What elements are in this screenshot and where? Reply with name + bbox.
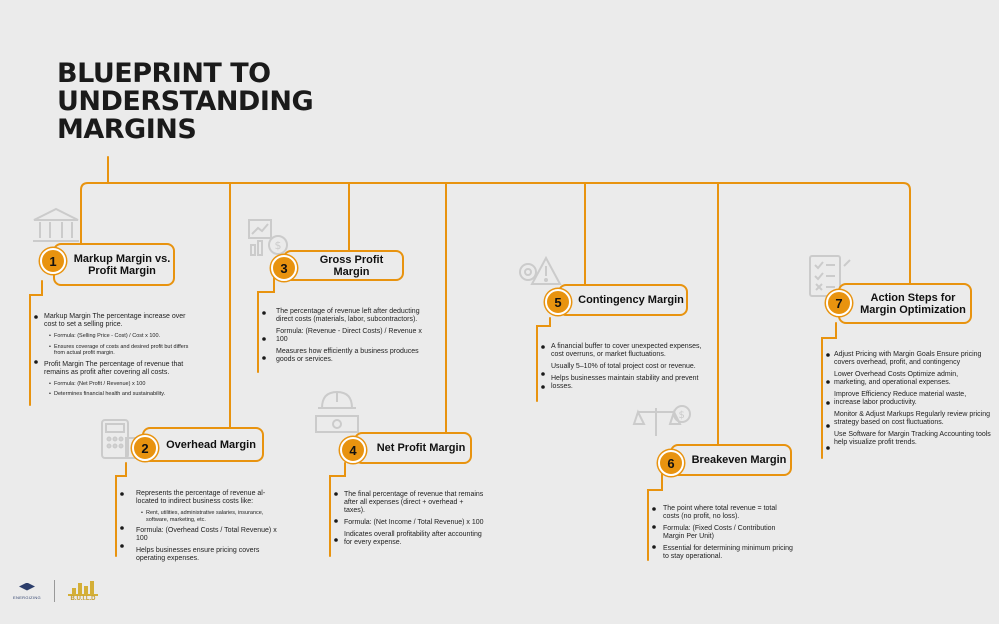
section-6-content: The point where total revenue = total co…	[663, 505, 793, 565]
section-6-number-badge: 6	[658, 450, 684, 476]
list-item: Measures how efficiently a business prod…	[276, 348, 419, 363]
section-4-title-box: Net Profit Margin	[354, 432, 472, 464]
section-3-content: The percentage of revenue left after ded…	[276, 308, 432, 368]
svg-text:$: $	[275, 239, 282, 252]
list-item: The final percentage of revenue that rem…	[344, 491, 484, 514]
buildings-icon	[68, 580, 98, 596]
list-item: A financial buffer to cover unexpected e…	[551, 343, 702, 358]
calculator-icon	[98, 416, 142, 470]
scale-icon: $	[632, 402, 692, 448]
list-item: Use Software for Margin Tracking Account…	[834, 431, 991, 446]
list-item: Ensures coverage of costs and desired pr…	[49, 344, 194, 357]
list-item: Represents the percentage of revenue al-…	[136, 490, 266, 505]
section-4-content: The final percentage of revenue that rem…	[344, 491, 484, 551]
list-item: Formula: (Net Profit / Revenue) x 100	[49, 381, 194, 388]
section-2-title-box: Overhead Margin	[142, 427, 264, 462]
svg-text:$: $	[679, 410, 685, 421]
list-item: Determines financial health and sustaina…	[49, 391, 194, 398]
section-7-number-badge: 7	[826, 290, 852, 316]
list-item: Helps businesses maintain stability and …	[551, 375, 699, 390]
gears-warning-icon	[514, 248, 564, 298]
section-3-title-box: Gross Profit Margin	[283, 250, 404, 281]
list-item: Lower Overhead Costs Optimize admin, mar…	[834, 371, 959, 386]
list-item: Markup Margin The percentage increase ov…	[44, 313, 186, 328]
list-item: Rent, utilities, administrative salaries…	[141, 510, 284, 523]
logo-build: B.U.I.L.D	[63, 580, 103, 602]
list-item: Formula: (Fixed Costs / Contribution Mar…	[663, 525, 776, 540]
section-5-content: A financial buffer to cover unexpected e…	[551, 343, 711, 395]
list-item: Usually 5–10% of total project cost or r…	[551, 363, 696, 370]
section-5-number-badge: 5	[545, 289, 571, 315]
list-item: The point where total revenue = total co…	[663, 505, 777, 520]
list-item: Profit Margin The percentage of revenue …	[44, 360, 184, 376]
list-item: Improve Efficiency Reduce material waste…	[834, 391, 967, 406]
page-title: BLUEPRINT TO UNDERSTANDING MARGINS	[57, 58, 314, 145]
section-2-content: Represents the percentage of revenue al-…	[136, 490, 284, 567]
list-item: Formula: (Revenue - Direct Costs) / Reve…	[276, 328, 422, 343]
section-1-number-badge: 1	[40, 248, 66, 274]
graduation-cap-icon	[19, 582, 35, 591]
list-item: Formula: (Net Income / Total Revenue) x …	[344, 519, 484, 526]
section-3-number-badge: 3	[271, 255, 297, 281]
list-item: Monitor & Adjust Markups Regularly revie…	[834, 411, 991, 426]
list-item: Formula: (Overhead Costs / Total Revenue…	[136, 527, 277, 542]
list-item: Helps businesses ensure pricing covers o…	[136, 547, 260, 562]
section-7-content: Adjust Pricing with Margin Goals Ensure …	[834, 351, 992, 451]
logo-divider	[54, 580, 55, 602]
list-item: Formula: (Selling Price - Cost) / Cost x…	[49, 333, 194, 340]
list-item: Adjust Pricing with Margin Goals Ensure …	[834, 351, 982, 366]
chart-icon: $	[246, 215, 292, 267]
logo-energizing: ENERGIZING	[8, 582, 46, 600]
checklist-icon	[806, 252, 854, 306]
footer-logos: ENERGIZING B.U.I.L.D	[8, 580, 103, 602]
section-2-number-badge: 2	[132, 435, 158, 461]
hard-hat-icon	[312, 386, 362, 444]
list-item: Indicates overall profitability after ac…	[344, 531, 482, 546]
section-4-number-badge: 4	[340, 437, 366, 463]
section-1-content: Markup Margin The percentage increase ov…	[44, 313, 194, 402]
list-item: Essential for determining minimum pricin…	[663, 545, 793, 560]
section-6-title-box: Breakeven Margin	[670, 444, 792, 476]
section-1-title-box: Markup Margin vs.Profit Margin	[53, 243, 175, 286]
bank-icon	[30, 206, 82, 252]
section-5-title-box: Contingency Margin	[558, 284, 688, 316]
list-item: The percentage of revenue left after ded…	[276, 308, 420, 323]
